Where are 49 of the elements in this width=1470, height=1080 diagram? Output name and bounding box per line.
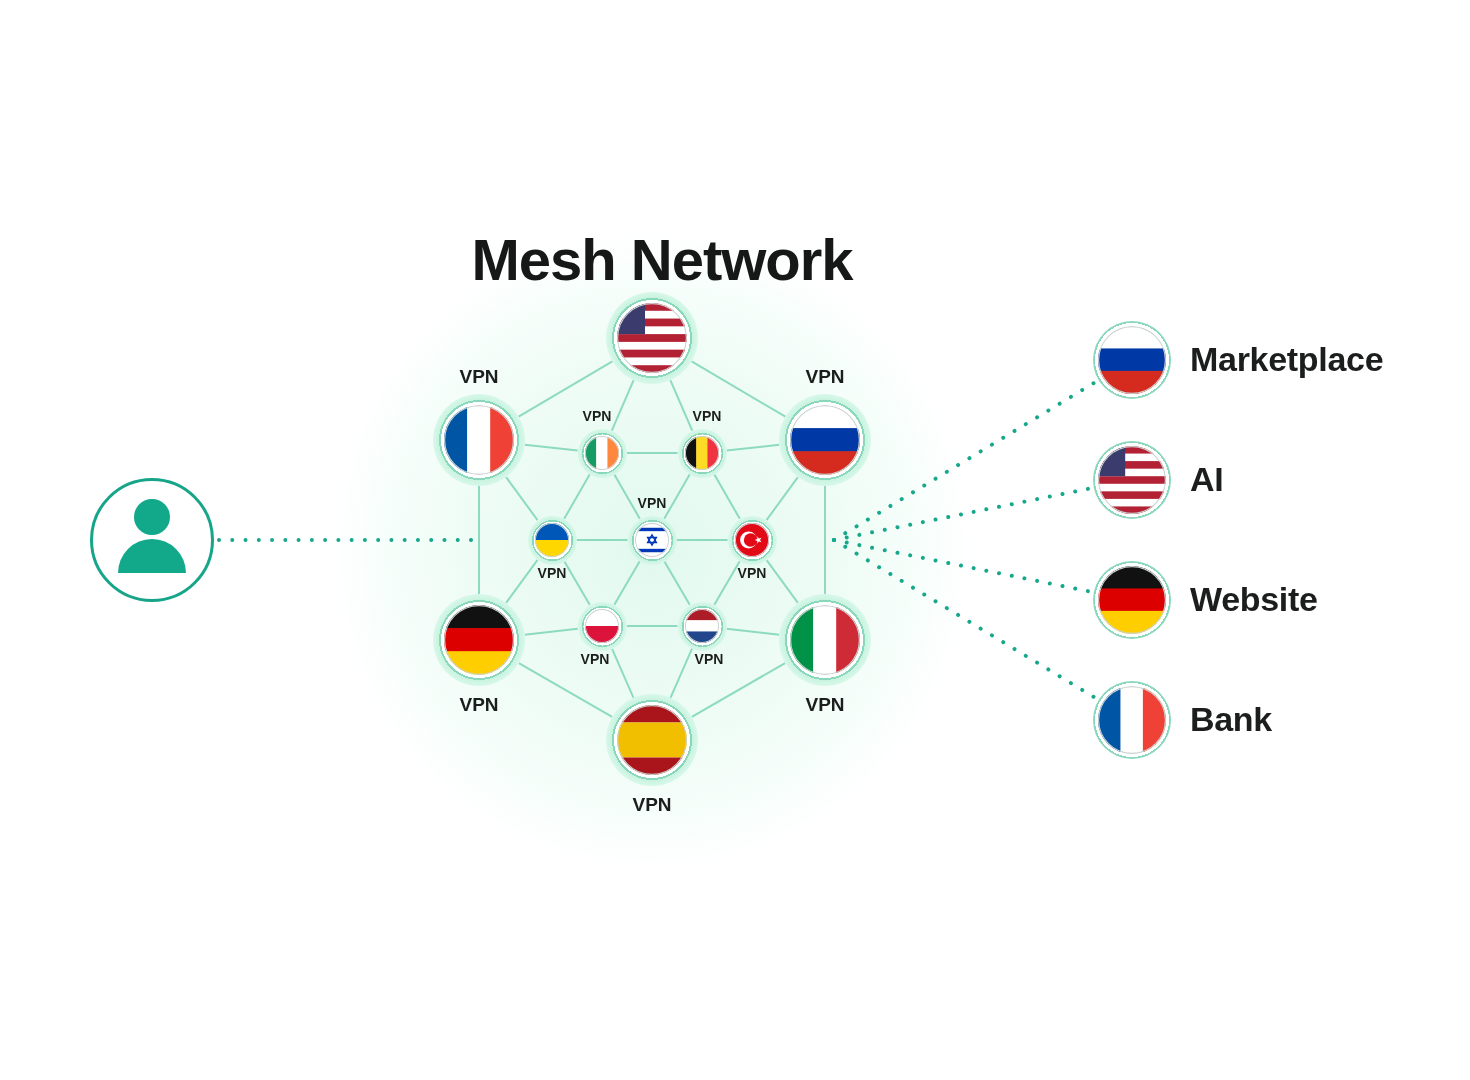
connector-line [505,476,539,522]
connector-line [725,443,781,452]
node-label: VPN [637,494,667,512]
connector-line [523,443,579,452]
node-label: VPN [694,650,724,668]
connector-line [563,473,591,520]
dotted-line [217,538,474,542]
connector-line [663,473,691,520]
connector-line [575,539,629,541]
connector-line [675,539,729,541]
connector-line [725,627,781,636]
connector-line [517,662,614,718]
connector-line [610,647,635,699]
connector-line [669,379,694,432]
node-label: VPN [737,564,767,582]
connector-line [663,560,691,606]
connector-line [713,473,741,520]
destination-label: Website [1190,580,1318,620]
node-label: VPN [459,366,499,388]
node-label: VPN [582,407,612,425]
connector-line [478,485,480,595]
node-label: VPN [580,650,610,668]
node-label: VPN [805,694,845,716]
node-label: VPN [459,694,499,716]
node-label: VPN [537,564,567,582]
dotted-line [832,538,1097,700]
connector-line [625,452,679,454]
connector-line [765,558,799,604]
connector-line [613,560,641,606]
connector-line [613,473,641,520]
connector-line [690,360,787,418]
diagram-title: Mesh Network [471,228,853,292]
connector-line [713,560,741,606]
connector-line [765,476,799,522]
destination-label: Marketplace [1190,340,1384,380]
connector-line [505,558,539,604]
connector-line [669,647,694,699]
connector-line [563,560,591,606]
node-label: VPN [692,407,722,425]
connector-line [824,485,826,595]
node-label: VPN [805,366,845,388]
destination-label: Bank [1190,700,1272,740]
connector-line [523,627,579,636]
node-label: VPN [632,794,672,816]
connector-line [690,662,787,718]
connector-line [625,625,679,627]
destination-label: AI [1190,460,1224,500]
connector-line [610,379,635,432]
connector-line [517,360,614,418]
